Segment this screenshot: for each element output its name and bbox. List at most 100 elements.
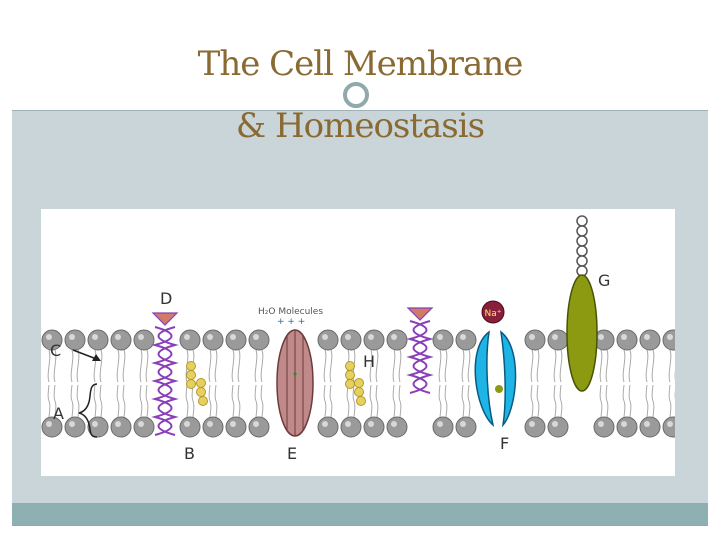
lipid-tail xyxy=(76,349,80,383)
lipid-tail xyxy=(260,349,264,383)
phospholipid-head xyxy=(133,416,155,438)
cholesterol-h xyxy=(345,361,366,406)
phospholipid-head-highlight xyxy=(92,421,98,427)
phospholipid-head xyxy=(455,416,477,438)
label-g: G xyxy=(598,271,610,290)
footer-band xyxy=(12,503,708,525)
phospholipid-head xyxy=(639,329,661,351)
phospholipid-head xyxy=(87,329,109,351)
phospholipid-head xyxy=(64,329,86,351)
label-e: E xyxy=(287,444,297,463)
lipid-tail xyxy=(369,384,373,418)
lipid-tail xyxy=(47,349,51,383)
lipid-tail xyxy=(99,384,103,418)
lipid-tail xyxy=(461,349,465,383)
phospholipid-head-highlight xyxy=(138,334,144,340)
lipid-tail xyxy=(47,384,51,418)
phospholipid-head xyxy=(524,416,546,438)
lipid-tail xyxy=(559,384,563,418)
phospholipid-head xyxy=(317,329,339,351)
phospholipid-head-highlight xyxy=(437,421,443,427)
phospholipid-head-highlight xyxy=(667,334,673,340)
phospholipid-head xyxy=(363,329,385,351)
phospholipid-head-highlight xyxy=(368,334,374,340)
label-d: D xyxy=(160,289,172,308)
phospholipid-head-highlight xyxy=(138,421,144,427)
lipid-tail xyxy=(645,384,649,418)
carbohydrate-chain xyxy=(576,215,588,277)
lipid-tail xyxy=(93,349,97,383)
lipid-tail xyxy=(53,349,57,383)
lipid-tail xyxy=(605,349,609,383)
lipid-tail xyxy=(599,349,603,383)
lipid-tail xyxy=(70,384,74,418)
lipid-tail xyxy=(645,349,649,383)
label-c: C xyxy=(50,341,61,360)
phospholipid-head-highlight xyxy=(69,421,75,427)
label-b: B xyxy=(184,444,195,463)
phospholipid-head-highlight xyxy=(115,421,121,427)
lipid-tail xyxy=(536,349,540,383)
ion-channel-f: Na⁺ xyxy=(474,300,517,428)
phospholipid-head-highlight xyxy=(598,334,604,340)
label-a-brace xyxy=(78,383,98,438)
phospholipid-head xyxy=(432,329,454,351)
lipid-tail xyxy=(651,384,655,418)
lipid-tail xyxy=(444,349,448,383)
helix-protein-h xyxy=(406,307,434,394)
lipid-tail xyxy=(214,384,218,418)
phospholipid-head xyxy=(547,329,569,351)
lipid-tail xyxy=(467,384,471,418)
lipid-tail xyxy=(599,384,603,418)
phospholipid-head xyxy=(179,416,201,438)
lipid-tail xyxy=(668,384,672,418)
phospholipid-head-highlight xyxy=(368,421,374,427)
water-molecules-label: H₂O Molecules xyxy=(258,307,323,317)
phospholipid-head-highlight xyxy=(529,334,535,340)
lipid-tail xyxy=(461,384,465,418)
lipid-tail xyxy=(254,349,258,383)
lipid-tail xyxy=(116,349,120,383)
phospholipid-head xyxy=(179,329,201,351)
lipid-tails xyxy=(47,349,675,418)
lipid-tail xyxy=(93,384,97,418)
phospholipid-head-highlight xyxy=(644,421,650,427)
channel-protein-e xyxy=(276,329,314,437)
phospholipid-head-highlight xyxy=(69,334,75,340)
phospholipid-head-highlight xyxy=(46,421,52,427)
lipid-tail xyxy=(559,349,563,383)
glycoprotein-g xyxy=(566,215,598,392)
lipid-tail xyxy=(237,384,241,418)
phospholipid-head xyxy=(317,416,339,438)
phospholipid-head-highlight xyxy=(437,334,443,340)
lipid-tail xyxy=(668,349,672,383)
phospholipid-head-highlight xyxy=(460,421,466,427)
phospholipid-head xyxy=(386,416,408,438)
phospholipid-head-highlight xyxy=(46,334,52,340)
phospholipid-head xyxy=(432,416,454,438)
phospholipid-head xyxy=(662,329,675,351)
lipid-tail xyxy=(375,384,379,418)
lipid-tail xyxy=(208,384,212,418)
phospholipid-head-highlight xyxy=(184,334,190,340)
water-molecules: H₂O Molecules + + + xyxy=(258,307,323,327)
phospholipid-head-highlight xyxy=(552,421,558,427)
slide-title-line-2: & Homeostasis xyxy=(235,106,485,146)
phospholipid-head-highlight xyxy=(345,334,351,340)
phospholipid-head-highlight xyxy=(391,334,397,340)
phospholipid-head-highlight xyxy=(667,421,673,427)
phospholipid-head-highlight xyxy=(207,334,213,340)
lipid-tail xyxy=(260,384,264,418)
lipid-tail xyxy=(191,384,195,418)
lipid-tail xyxy=(231,384,235,418)
phospholipid-head-highlight xyxy=(552,334,558,340)
lipid-tail xyxy=(145,349,149,383)
phospholipid-head xyxy=(110,329,132,351)
phospholipid-head-highlight xyxy=(598,421,604,427)
phospholipid-head xyxy=(455,329,477,351)
lipid-tail xyxy=(329,349,333,383)
lipid-tail xyxy=(352,384,356,418)
lipid-tail xyxy=(139,384,143,418)
lipid-tail xyxy=(329,384,333,418)
phospholipid-head-highlight xyxy=(345,421,351,427)
